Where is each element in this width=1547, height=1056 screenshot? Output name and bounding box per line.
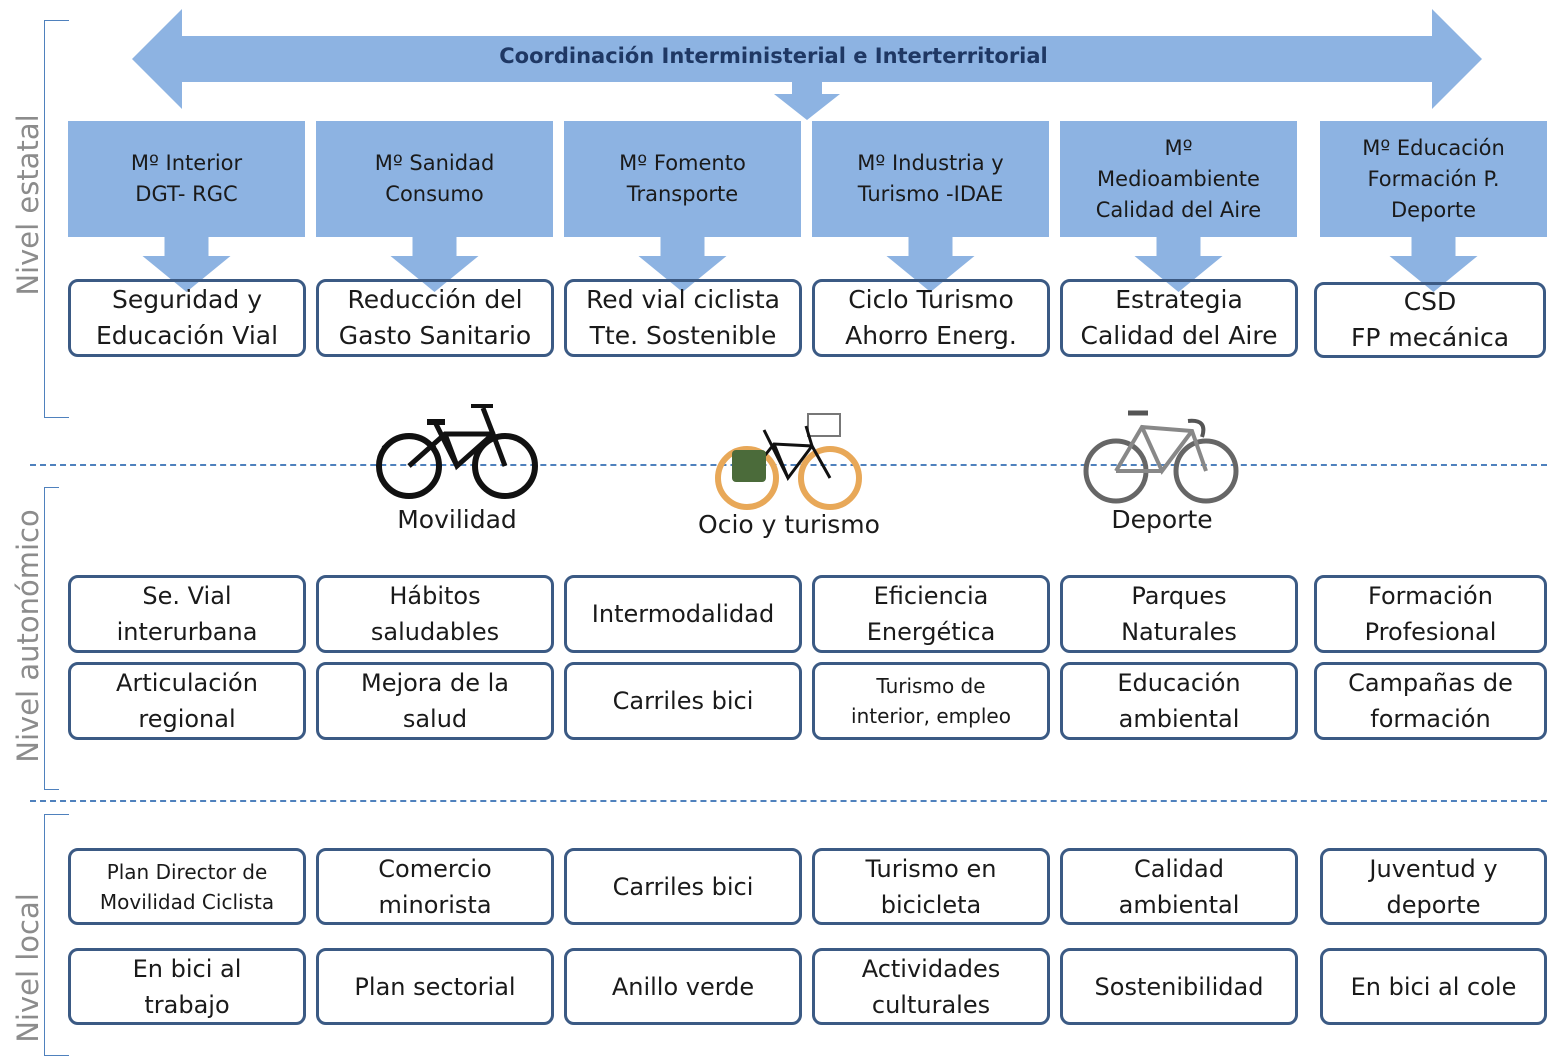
autonomic-box: Mejora de la salud <box>316 662 554 740</box>
local-box: En bici al trabajo <box>68 948 306 1025</box>
local-box: Carriles bici <box>564 848 802 925</box>
separator-autonomico-local <box>30 800 1547 802</box>
ministry-down-arrow <box>1134 237 1223 292</box>
local-box: Actividades culturales <box>812 948 1050 1025</box>
state-area-box: CSD FP mecánica <box>1314 282 1546 358</box>
autonomic-box: Eficiencia Energética <box>812 575 1050 653</box>
autonomic-box: Turismo de interior, empleo <box>812 662 1050 740</box>
autonomic-box: Carriles bici <box>564 662 802 740</box>
autonomic-box: Se. Vial interurbana <box>68 575 306 653</box>
city-bicycle-icon <box>376 404 538 499</box>
local-box: Plan sectorial <box>316 948 554 1025</box>
state-area-box: Red vial ciclista Tte. Sostenible <box>564 279 802 357</box>
local-box: Anillo verde <box>564 948 802 1025</box>
autonomic-box: Campañas de formación <box>1314 662 1547 740</box>
ministry-arrows <box>142 237 1478 292</box>
ministry-header: Mº Fomento Transporte <box>564 121 801 237</box>
ministry-down-arrow <box>638 237 727 292</box>
local-box: Turismo en bicicleta <box>812 848 1050 925</box>
ministry-down-arrow <box>886 237 975 292</box>
ministry-down-arrow <box>1389 237 1478 292</box>
ministry-down-arrow <box>142 237 231 292</box>
bracket-local <box>44 814 69 1056</box>
level-label-autonomico: Nivel autonómico <box>11 509 45 763</box>
autonomic-box: Intermodalidad <box>564 575 802 653</box>
local-box: Juventud y deporte <box>1320 848 1547 925</box>
local-box: Sostenibilidad <box>1060 948 1298 1025</box>
road-bicycle-icon <box>1083 410 1239 504</box>
local-box: Comercio minorista <box>316 848 554 925</box>
state-area-box: Reducción del Gasto Sanitario <box>316 279 554 357</box>
autonomic-box: Educación ambiental <box>1060 662 1298 740</box>
bike-label-movilidad: Movilidad <box>397 505 517 534</box>
separator-estatal-autonomico <box>30 464 1547 466</box>
bracket-estatal <box>44 20 69 418</box>
ministry-down-arrow <box>390 237 479 292</box>
local-box: En bici al cole <box>1320 948 1547 1025</box>
autonomic-box: Hábitos saludables <box>316 575 554 653</box>
autonomic-box: Formación Profesional <box>1314 575 1547 653</box>
local-box: Plan Director de Movilidad Ciclista <box>68 848 306 925</box>
state-area-box: Seguridad y Educación Vial <box>68 279 306 357</box>
ministry-header: Mº Medioambiente Calidad del Aire <box>1060 121 1297 237</box>
level-label-local: Nivel local <box>11 893 45 1043</box>
state-area-box: Ciclo Turismo Ahorro Energ. <box>812 279 1050 357</box>
bike-label-ocio: Ocio y turismo <box>698 510 880 539</box>
autonomic-box: Parques Naturales <box>1060 575 1298 653</box>
ministry-header: Mº Sanidad Consumo <box>316 121 553 237</box>
local-box: Calidad ambiental <box>1060 848 1298 925</box>
ministry-header: Mº Interior DGT- RGC <box>68 121 305 237</box>
bike-label-deporte: Deporte <box>1111 505 1213 534</box>
state-area-box: Estrategia Calidad del Aire <box>1060 279 1298 357</box>
ministry-header: Mº Industria y Turismo -IDAE <box>812 121 1049 237</box>
coordination-down-arrow <box>774 82 840 120</box>
coordination-arrow-shape <box>132 9 1482 109</box>
coordination-label: Coordinación Interministerial e Interter… <box>499 44 1048 68</box>
autonomic-box: Articulación regional <box>68 662 306 740</box>
bracket-autonomico <box>44 487 59 790</box>
touring-bicycle-icon <box>715 413 862 510</box>
ministry-header: Mº Educación Formación P. Deporte <box>1320 121 1547 237</box>
coordination-arrow <box>132 9 1482 120</box>
